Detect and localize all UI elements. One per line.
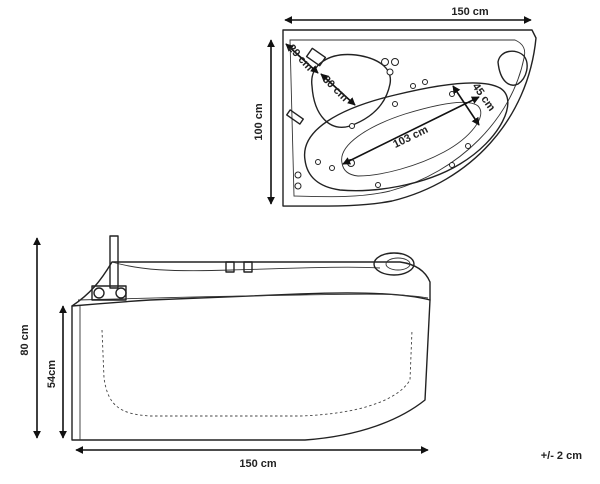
jet xyxy=(449,162,455,168)
jet xyxy=(329,165,335,171)
rim-jet xyxy=(225,261,235,273)
side-headrest xyxy=(373,252,415,276)
rim-jet xyxy=(243,261,253,273)
jet xyxy=(386,68,394,76)
top-depth-label: 100 cm xyxy=(253,103,265,141)
seat-depth-label: 29 cm xyxy=(285,42,315,73)
top-inner-rim xyxy=(289,39,526,198)
jet xyxy=(449,91,455,97)
tub-rim-inner xyxy=(111,261,381,272)
top-outline xyxy=(282,29,537,207)
apron-top xyxy=(77,293,429,301)
dim-basin-width xyxy=(452,85,480,126)
headrest xyxy=(497,50,528,86)
top-width-label: 150 cm xyxy=(451,6,489,18)
jet xyxy=(375,182,381,188)
faucet-pipe xyxy=(109,235,119,289)
faucet-knob xyxy=(93,287,105,299)
jet xyxy=(349,123,355,129)
basin-length-label: 103 cm xyxy=(391,124,430,151)
tub-height-label: 54cm xyxy=(46,360,58,388)
side-width-label: 150 cm xyxy=(239,458,277,470)
jet xyxy=(422,79,428,85)
jet xyxy=(392,101,398,107)
side-view: 80 cm 54cm 150 cm xyxy=(19,235,431,470)
faucet-knob xyxy=(115,287,127,299)
tolerance-label: +/- 2 cm xyxy=(541,450,582,462)
side-handle xyxy=(286,109,304,125)
jet xyxy=(294,171,302,179)
dim-seat-depth xyxy=(285,43,319,74)
seat-outline xyxy=(311,53,392,128)
jet xyxy=(391,58,399,66)
side-headrest-inner xyxy=(385,257,411,271)
hidden-contour xyxy=(101,329,413,417)
top-view: 150 cm 100 cm 29 cm 30 cm 103 cm 45 cm xyxy=(253,6,537,207)
jet xyxy=(465,143,471,149)
total-height-label: 80 cm xyxy=(19,324,31,355)
jet xyxy=(294,182,302,190)
jet xyxy=(381,58,389,66)
tub-rim xyxy=(71,261,431,307)
tub-body xyxy=(71,292,431,441)
jet xyxy=(315,159,321,165)
seat-width-label: 30 cm xyxy=(320,74,351,105)
jet xyxy=(410,83,416,89)
